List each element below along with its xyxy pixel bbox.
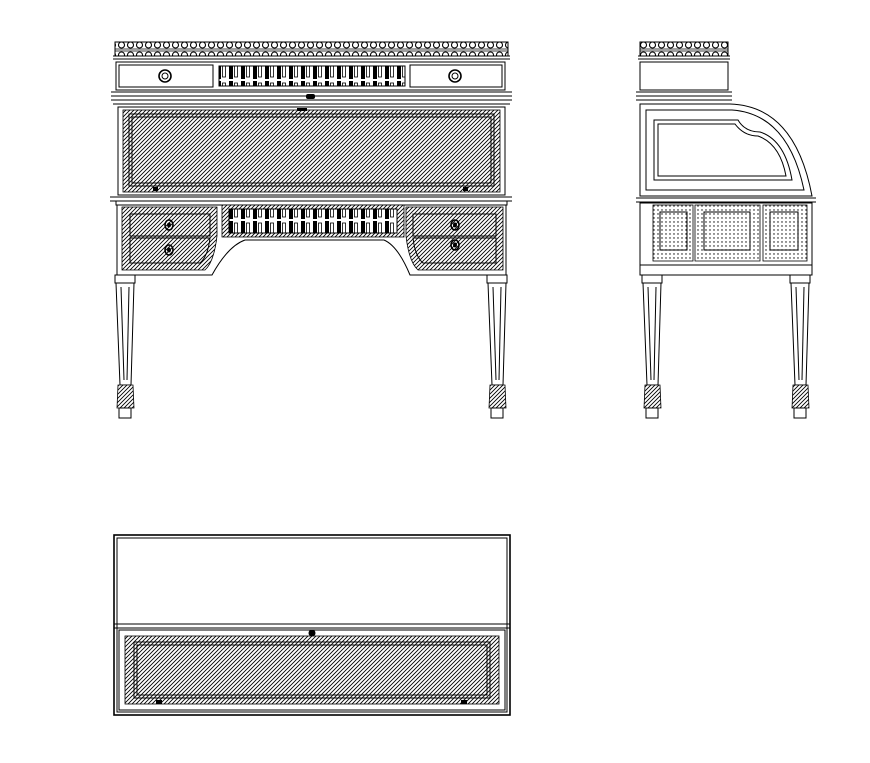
side-cylinder-inlay bbox=[653, 119, 793, 181]
side-cylinder-profile bbox=[639, 103, 813, 197]
front-elevation bbox=[110, 41, 512, 419]
front-right-top-drawer bbox=[412, 213, 497, 237]
side-upper-section bbox=[639, 61, 729, 91]
side-gallery-crest bbox=[639, 41, 729, 57]
front-left-knob bbox=[158, 69, 172, 83]
front-gallery-crest bbox=[114, 41, 509, 57]
plan-writing-panel bbox=[133, 641, 491, 699]
plan-top-surface bbox=[113, 534, 511, 716]
side-right-leg bbox=[789, 274, 811, 419]
front-right-bottom-drawer bbox=[412, 237, 497, 264]
side-apron bbox=[639, 202, 813, 276]
front-lower-apron bbox=[116, 204, 507, 276]
front-upper-fluted-panel bbox=[218, 65, 406, 87]
front-cylinder-panel bbox=[117, 106, 506, 196]
front-lock-escutcheon bbox=[306, 94, 315, 99]
front-left-leg bbox=[114, 274, 136, 419]
front-right-knob bbox=[448, 69, 462, 83]
front-center-fluted-panel bbox=[228, 208, 398, 234]
plan-lock-escutcheon bbox=[308, 629, 316, 637]
side-elevation bbox=[636, 41, 816, 419]
front-left-top-drawer bbox=[129, 213, 211, 237]
plan-view bbox=[113, 534, 511, 716]
front-left-bottom-drawer bbox=[129, 237, 211, 264]
side-left-leg bbox=[641, 274, 663, 419]
front-right-leg bbox=[486, 274, 508, 419]
front-upper-drawer-band bbox=[115, 61, 506, 91]
